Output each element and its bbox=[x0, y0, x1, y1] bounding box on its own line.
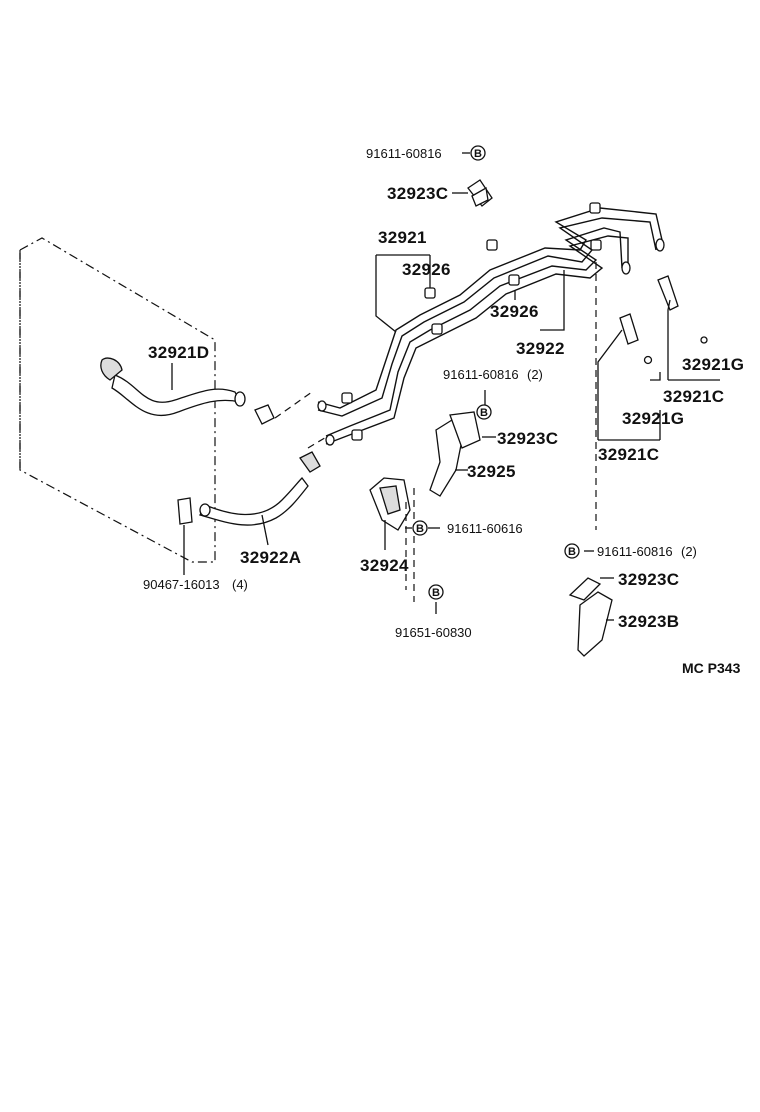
diagram-code: MC P343 bbox=[682, 660, 741, 676]
label-91611-60816-mid: 91611-60816 bbox=[443, 367, 519, 382]
label-91611-60816-right-qty: (2) bbox=[681, 544, 697, 559]
label-91611-60816-right: 91611-60816 bbox=[597, 544, 673, 559]
label-91611-60616: 91611-60616 bbox=[447, 521, 523, 536]
label-32924: 32924 bbox=[360, 556, 409, 575]
pipe-bundle bbox=[317, 207, 665, 446]
label-32923c-mid: 32923C bbox=[497, 429, 558, 448]
bolt-marker: B bbox=[476, 404, 492, 420]
label-32923b: 32923B bbox=[618, 612, 679, 631]
fittings-32921c bbox=[619, 275, 708, 365]
clip-32923c-top bbox=[467, 179, 493, 207]
svg-text:B: B bbox=[416, 523, 424, 535]
label-91611-60816-mid-qty: (2) bbox=[527, 367, 543, 382]
label-91651-60830: 91651-60830 bbox=[395, 625, 472, 640]
label-32921c-upper: 32921C bbox=[663, 387, 724, 406]
leader-lines bbox=[171, 152, 720, 621]
bracket-32924 bbox=[369, 477, 411, 531]
clip-32923c-bottom bbox=[568, 577, 613, 657]
svg-text:B: B bbox=[480, 407, 488, 419]
label-32921c-lower: 32921C bbox=[598, 445, 659, 464]
hose-32921d bbox=[100, 357, 275, 425]
label-32923c-bottom: 32923C bbox=[618, 570, 679, 589]
label-32925: 32925 bbox=[467, 462, 516, 481]
label-90467-16013-qty: (4) bbox=[232, 577, 248, 592]
label-90467-16013: 90467-16013 bbox=[143, 577, 220, 592]
hose-32922a bbox=[177, 451, 321, 526]
bolt-marker: B bbox=[564, 543, 580, 559]
label-32921: 32921 bbox=[378, 228, 427, 247]
grommets-32926 bbox=[341, 202, 602, 441]
bolt-marker: B bbox=[412, 520, 428, 536]
svg-text:B: B bbox=[568, 546, 576, 558]
bolt-marker: B bbox=[428, 584, 444, 600]
label-32926-upper: 32926 bbox=[402, 260, 451, 279]
label-32921d: 32921D bbox=[148, 343, 209, 362]
label-32926-lower: 32926 bbox=[490, 302, 539, 321]
label-32921g-lower: 32921G bbox=[622, 409, 684, 428]
bolt-marker: B bbox=[470, 145, 486, 161]
svg-text:B: B bbox=[432, 587, 440, 599]
radiator-outline bbox=[19, 237, 216, 563]
label-32923c-top: 32923C bbox=[387, 184, 448, 203]
label-32922a: 32922A bbox=[240, 548, 301, 567]
svg-text:B: B bbox=[474, 148, 482, 160]
label-32922: 32922 bbox=[516, 339, 565, 358]
label-91611-60816-top: 91611-60816 bbox=[366, 146, 442, 161]
bracket-32925 bbox=[429, 411, 481, 497]
label-32921g-upper: 32921G bbox=[682, 355, 744, 374]
